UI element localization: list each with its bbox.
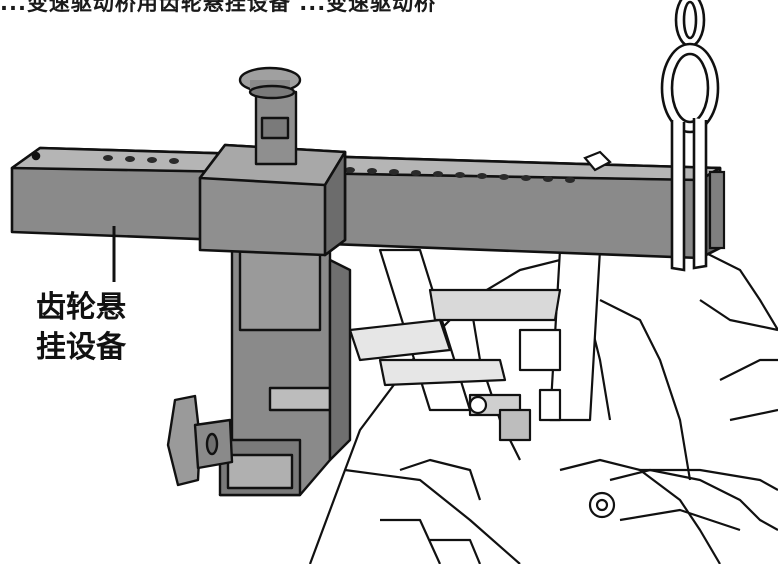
top-pin [238,66,302,166]
figure-caption: ...变速驱动桥用齿轮悬挂设备 ...变速驱动桥 [0,0,437,15]
horizontal-beam [10,146,722,260]
clamp-knob [166,394,234,487]
right-end-cap [583,150,726,250]
support-bracket [348,248,602,442]
gear-suspension-label-line1: 齿轮悬 [36,290,126,325]
beam-holes [103,155,575,183]
gear-suspension-label-line2: 挂设备 [36,330,126,365]
vertical-clamp [218,238,352,497]
gear-suspension-label: 齿轮悬 挂设备 [36,288,156,368]
lift-chain [660,0,720,272]
